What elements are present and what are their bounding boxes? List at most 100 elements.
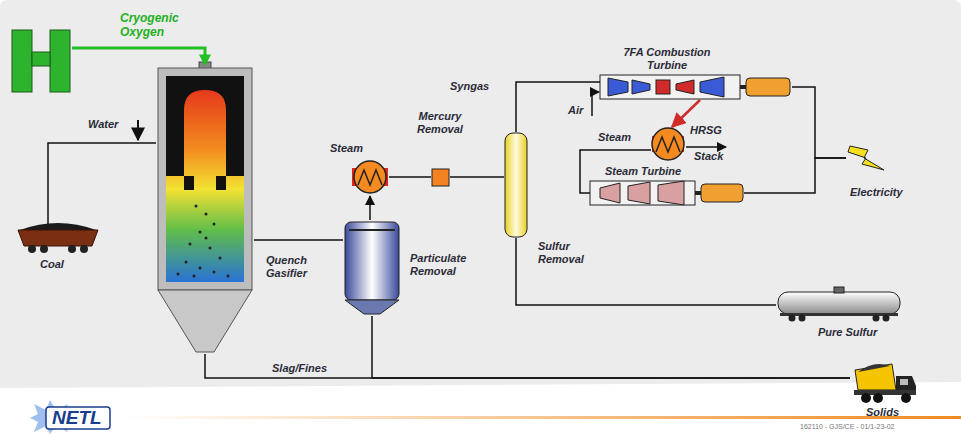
gasifier-vessel xyxy=(166,76,244,282)
gasifier-vessel xyxy=(185,261,188,264)
water-arrow xyxy=(137,120,139,140)
gasifier-vessel xyxy=(205,237,208,240)
electricity-output: Electricity xyxy=(846,140,886,176)
netl-logo-star xyxy=(46,407,110,429)
equipment-label: Mercury Removal xyxy=(410,110,470,135)
air-separation-unit-icon xyxy=(12,30,32,92)
particulate-vessel xyxy=(349,229,395,231)
sulfur-tank-car xyxy=(780,313,898,316)
steam-turbine-icon xyxy=(695,191,701,195)
stream-label: Steam xyxy=(598,131,631,144)
equipment-label: Pure Sulfur xyxy=(818,326,877,339)
coal-railcar-icon xyxy=(28,245,36,253)
gasifier-vessel xyxy=(213,223,216,226)
gasifier-vessel xyxy=(177,273,180,276)
dump-truck xyxy=(861,393,871,403)
footer-bar xyxy=(120,416,961,419)
particulate-vessel xyxy=(345,222,399,300)
coal-railcar: Coal xyxy=(16,224,100,254)
sulfur-removal-column xyxy=(505,133,527,237)
netl-logo-star xyxy=(30,400,110,434)
combustion-turbine-icon xyxy=(700,77,724,97)
coal-railcar-icon xyxy=(18,223,98,253)
syngas-cooler: Steam xyxy=(351,158,389,196)
combustion-turbine-icon xyxy=(600,75,740,99)
stream-label: Water xyxy=(88,118,118,131)
mercury-removal-bed xyxy=(432,169,449,186)
process-stream xyxy=(450,176,504,178)
process-stream xyxy=(254,239,343,241)
particulate-vessel xyxy=(345,300,399,314)
background-panel xyxy=(0,0,961,388)
combustion-turbine-icon xyxy=(740,85,746,89)
drawing-code: 162110 - GJS/CE - 01/1-23-02 xyxy=(800,423,894,431)
process-stream xyxy=(205,354,850,378)
air-separation-unit-icon xyxy=(32,52,50,66)
sulfur-tank-car xyxy=(873,315,880,322)
dump-truck xyxy=(901,393,911,403)
combustion-turbine-icon xyxy=(600,75,790,99)
sulfur-tank-car xyxy=(799,315,806,322)
gasifier-vessel xyxy=(199,231,202,234)
equipment-label: Steam Turbine xyxy=(605,165,681,178)
gasifier-vessel xyxy=(199,267,202,270)
gasifier-vessel xyxy=(219,257,222,260)
electricity-bolt xyxy=(848,146,884,170)
process-stream xyxy=(389,176,431,178)
gasifier-vessel xyxy=(166,76,244,176)
syngas-cooler-icon xyxy=(352,161,388,193)
sulfur-removal: Sulfur Removal xyxy=(504,132,528,238)
coal-railcar-icon xyxy=(20,223,96,230)
equipment-label: Cryogenic Oxygen xyxy=(120,12,200,40)
dump-truck xyxy=(858,364,890,372)
dump-truck xyxy=(900,379,908,385)
gasifier-vessel xyxy=(227,275,230,278)
steam-turbine-icon xyxy=(658,181,684,205)
process-stream xyxy=(516,82,600,132)
air-inlet-arrow xyxy=(592,92,599,116)
equipment-label: Solids xyxy=(866,406,899,419)
mercury-removal: Mercury Removal xyxy=(431,168,450,187)
solids-truck: Solids xyxy=(850,360,918,404)
process-stream xyxy=(372,316,850,378)
combustion-turbine-icon xyxy=(632,80,650,94)
particulate-vessel xyxy=(345,222,399,314)
electricity-bolt xyxy=(848,146,884,170)
air-separation-unit: Cryogenic Oxygen xyxy=(10,28,72,94)
dump-truck xyxy=(855,364,896,390)
air-separation-unit-icon xyxy=(12,30,70,92)
equipment-label: Electricity xyxy=(850,186,903,199)
air-separation-unit-icon xyxy=(50,30,70,92)
coal-railcar-icon xyxy=(68,245,76,253)
gasifier-vessel xyxy=(213,271,216,274)
quench-gasifier: Quench Gasifier xyxy=(156,64,254,354)
steam-turbine-icon xyxy=(590,181,743,205)
process-stream xyxy=(672,100,700,127)
equipment-label: Particulate Removal xyxy=(410,252,485,277)
process-stream xyxy=(792,87,846,158)
process-stream xyxy=(369,196,371,220)
gasifier-vessel xyxy=(195,205,198,208)
equipment-label: Coal xyxy=(40,258,64,271)
gasifier-vessel xyxy=(158,62,252,352)
coal-railcar-icon xyxy=(18,230,98,246)
process-stream xyxy=(744,158,846,193)
gasifier-vessel xyxy=(184,176,226,190)
stack-arrow xyxy=(686,147,726,148)
process-stream xyxy=(516,238,776,305)
particulate-removal: Particulate Removal xyxy=(343,220,401,316)
coal-railcar-icon xyxy=(80,245,88,253)
equipment-label: Sulfur Removal xyxy=(538,240,593,265)
stack-arrow xyxy=(686,146,726,148)
sulfur-tank-car xyxy=(883,315,890,322)
sulfur-tank-car xyxy=(778,292,900,314)
sulfur-tank-car: Pure Sulfur xyxy=(776,288,904,320)
process-stream xyxy=(72,48,205,64)
steam-turbine-icon xyxy=(701,184,743,202)
logo-text: NETL xyxy=(52,407,102,429)
dump-truck xyxy=(854,364,916,403)
hrsg: HRSG xyxy=(651,127,685,161)
steam-turbine-icon xyxy=(628,182,650,204)
stream-label: Stack xyxy=(694,150,723,163)
gasifier-vessel xyxy=(205,213,208,216)
